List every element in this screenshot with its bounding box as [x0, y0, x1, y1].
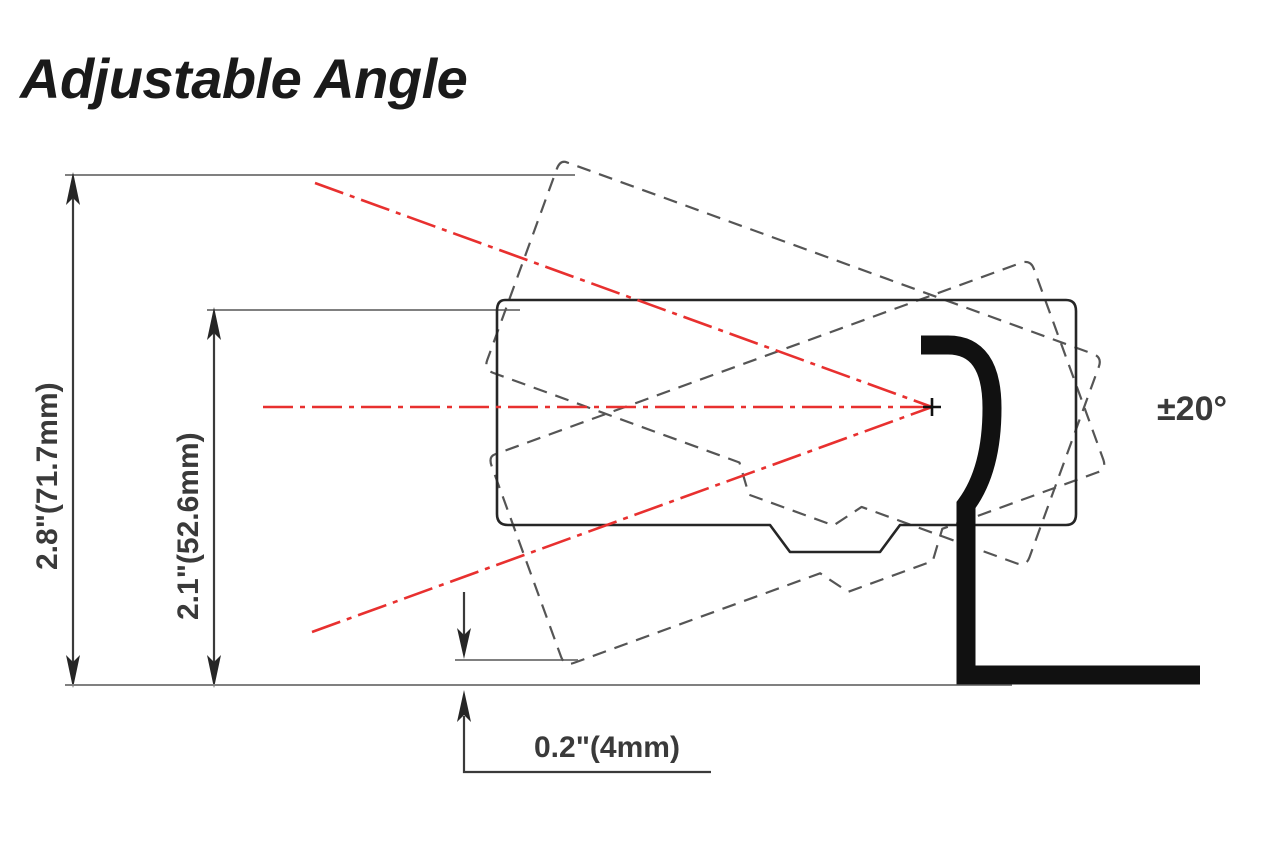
ghost-up-outline [489, 260, 1106, 665]
centerlines [263, 181, 933, 634]
mounting-bracket [921, 335, 1200, 685]
pivot-point [923, 398, 941, 416]
body-height-arrow-down [207, 655, 221, 688]
ground-clearance-arrow-down [457, 628, 471, 659]
device-body-outline [495, 298, 1078, 554]
centerline-rotated-down [311, 405, 933, 634]
body-height-dimension: 2.1"(52.6mm) [172, 307, 520, 688]
device-body-rotated-down [485, 160, 1101, 566]
device-body-rotated-up [489, 260, 1106, 665]
page-title: Adjustable Angle [18, 47, 467, 110]
body-height-arrow-up [207, 307, 221, 340]
overall-height-dimension: 2.8"(71.7mm) [31, 172, 575, 688]
angle-label: ±20° [1157, 390, 1227, 428]
body-height-label: 2.1"(52.6mm) [172, 432, 205, 620]
ground-clearance-dimension: 0.2"(4mm) [455, 592, 711, 774]
ground-clearance-arrow-up [457, 690, 471, 722]
overall-height-arrow-down [66, 655, 80, 688]
ghost-down-outline [485, 160, 1101, 566]
overall-height-label: 2.8"(71.7mm) [31, 382, 64, 570]
centerline-rotated-up [314, 181, 933, 409]
ground-clearance-label: 0.2"(4mm) [534, 731, 680, 764]
overall-height-arrow-up [66, 172, 80, 205]
ground-clearance-leader [462, 716, 711, 774]
